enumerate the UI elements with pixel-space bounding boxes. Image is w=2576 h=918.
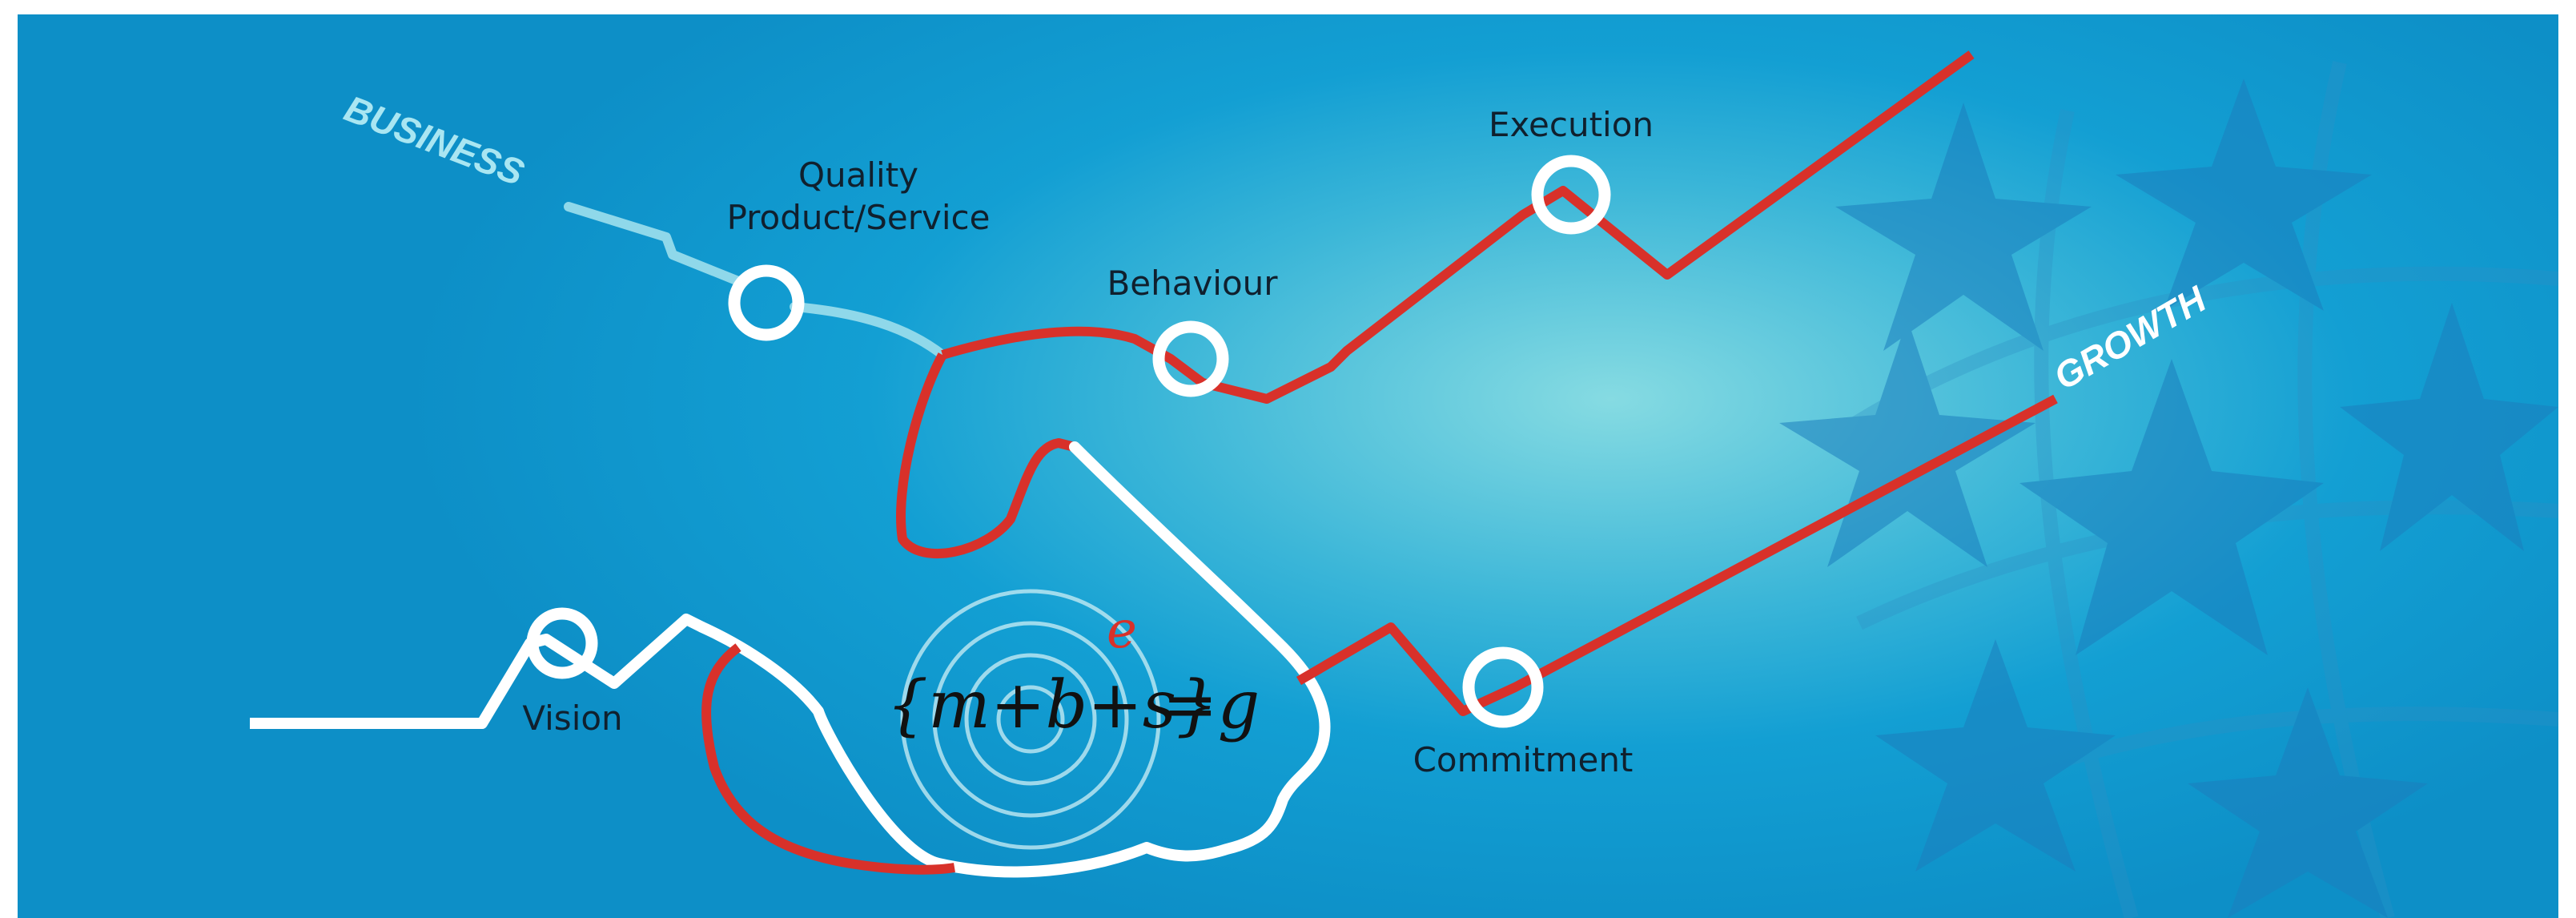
diagram-canvas: Quality Product/Service Behaviour Execut… [18,14,2558,918]
globe-stars-icon [1779,60,2558,918]
behaviour-node [1152,320,1229,397]
quality-label: Quality [798,155,918,195]
handshake-diagram: Quality Product/Service Behaviour Execut… [250,50,2558,918]
formula-result: =g [1163,667,1260,743]
quality-label-line2: Product/Service [727,198,991,237]
formula-base: {m+b+s} [886,667,1218,743]
business-tag: BUSINESS [339,87,529,194]
execution-node [1531,155,1611,235]
palm-loop [701,643,955,875]
commitment-label: Commitment [1413,740,1634,779]
quality-node [728,264,805,341]
vision-line [250,614,705,729]
business-line [564,202,947,360]
thumb-loop [896,352,1076,559]
hand-outline [697,441,1331,878]
vision-node [526,607,598,679]
growth-line-lower [1296,394,2058,716]
vision-label: Vision [522,699,622,738]
target-rings-icon [900,589,1161,850]
growth-line-upper [941,50,1975,404]
commitment-node [1462,646,1544,728]
formula-exponent: e [1107,601,1137,660]
behaviour-label: Behaviour [1107,264,1278,303]
execution-label: Execution [1489,105,1654,144]
growth-tag: GROWTH [2047,277,2213,397]
